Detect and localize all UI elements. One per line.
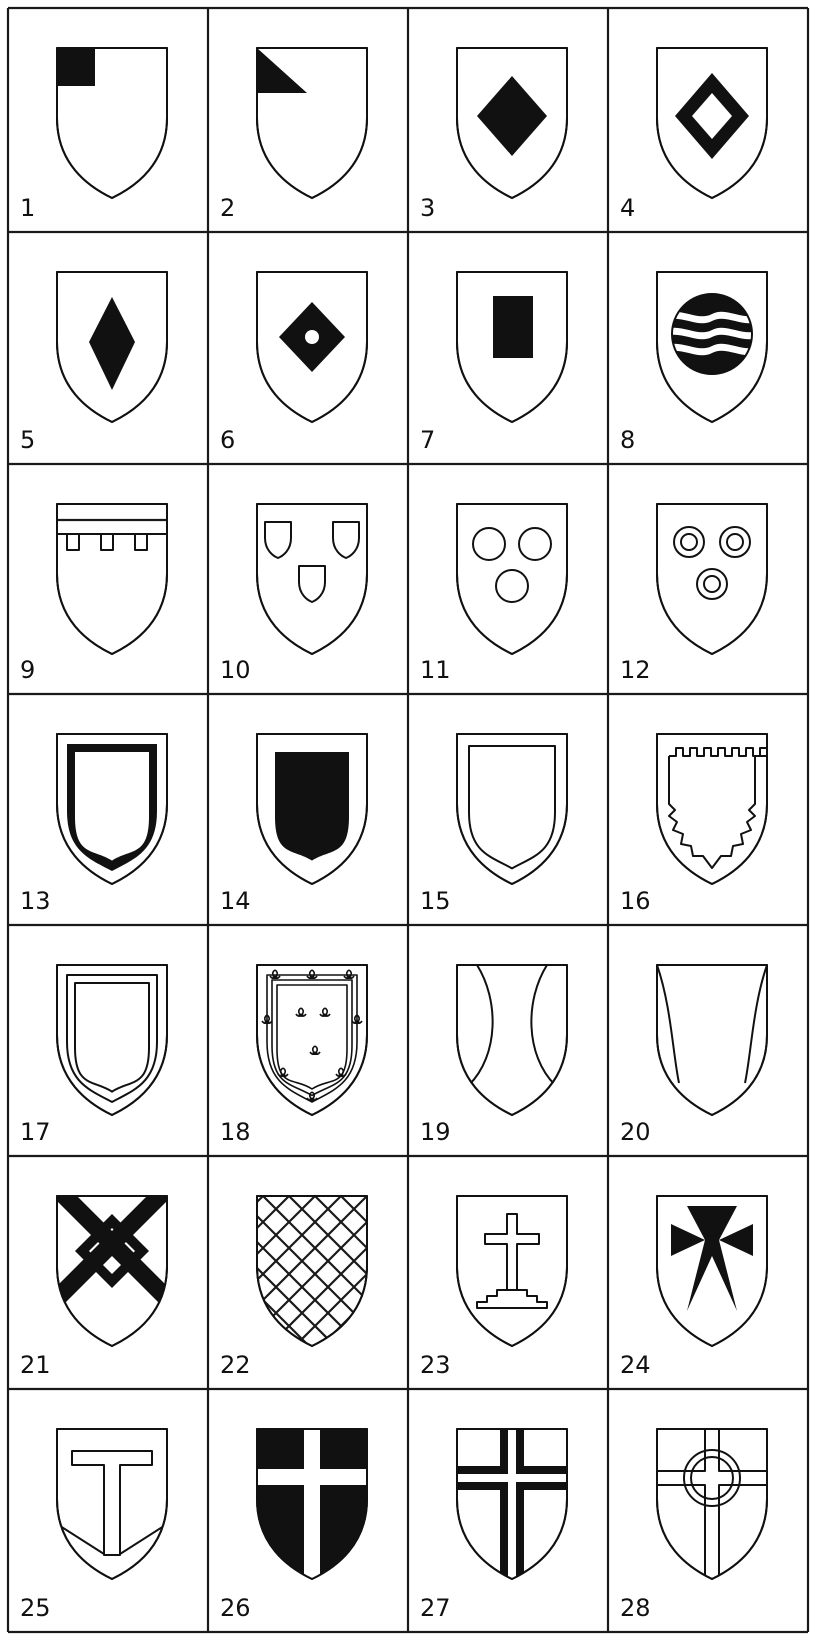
shield-cross-fimbriated-icon <box>457 1429 567 1590</box>
shield-number-label: 12 <box>620 656 651 684</box>
shield-number-label: 10 <box>220 656 251 684</box>
shield-three-double-annulets-icon <box>657 504 767 654</box>
shield-cell-2: 2 <box>220 48 367 222</box>
shield-number-label: 28 <box>620 1594 651 1622</box>
shield-number-label: 16 <box>620 887 651 915</box>
shield-number-label: 9 <box>20 656 35 684</box>
shield-fret-icon <box>52 1196 172 1346</box>
shield-number-label: 2 <box>220 194 235 222</box>
shield-cell-20: 20 <box>620 965 767 1146</box>
shield-number-label: 15 <box>420 887 451 915</box>
shield-flaunches-icon <box>457 965 567 1115</box>
shield-fusil-icon <box>57 272 167 422</box>
shield-number-label: 1 <box>20 194 35 222</box>
shield-cell-7: 7 <box>420 272 567 454</box>
shield-number-label: 11 <box>420 656 451 684</box>
shield-number-label: 7 <box>420 426 435 454</box>
shield-cell-27: 27 <box>420 1429 567 1622</box>
shield-cell-10: 10 <box>220 504 367 684</box>
shield-cell-4: 4 <box>620 48 767 222</box>
shield-billet-icon <box>457 272 567 422</box>
shield-bordure-embattled-icon <box>657 734 767 884</box>
shield-cell-5: 5 <box>20 272 167 454</box>
shield-cell-17: 17 <box>20 965 167 1146</box>
shield-cell-14: 14 <box>220 734 367 915</box>
shield-number-label: 5 <box>20 426 35 454</box>
shield-label-icon <box>57 504 167 654</box>
shield-cell-13: 13 <box>20 734 167 915</box>
shield-cell-15: 15 <box>420 734 567 915</box>
shield-canton-icon <box>57 48 167 198</box>
shield-calvary-cross-icon <box>457 1196 567 1346</box>
shield-bordure-icon <box>457 734 567 884</box>
shield-number-label: 4 <box>620 194 635 222</box>
shield-number-label: 23 <box>420 1351 451 1379</box>
shield-cell-9: 9 <box>20 504 167 684</box>
shield-cell-16: 16 <box>620 734 767 915</box>
shield-double-tressure-icon <box>57 965 167 1115</box>
shield-cell-19: 19 <box>420 965 567 1146</box>
shield-rustre-icon <box>257 272 367 422</box>
shield-voiders-icon <box>657 965 767 1115</box>
shield-number-label: 14 <box>220 887 251 915</box>
shield-number-label: 6 <box>220 426 235 454</box>
shield-tau-cross-icon <box>57 1429 167 1579</box>
shield-number-label: 22 <box>220 1351 251 1379</box>
shield-cell-28: 28 <box>620 1429 767 1622</box>
shield-cross-quarterly-icon <box>257 1429 367 1585</box>
shield-gyron-icon <box>257 48 367 198</box>
shield-three-escutcheons-icon <box>257 504 367 654</box>
shield-number-label: 21 <box>20 1351 51 1379</box>
shield-lozenge-icon <box>457 48 567 198</box>
shield-number-label: 24 <box>620 1351 651 1379</box>
shield-cell-6: 6 <box>220 272 367 454</box>
shield-cell-26: 26 <box>220 1429 367 1622</box>
shield-inescutcheon-icon <box>257 734 367 884</box>
shield-cell-21: 21 <box>20 1196 172 1379</box>
shield-number-label: 27 <box>420 1594 451 1622</box>
shield-orle-icon <box>57 734 167 884</box>
shield-cell-11: 11 <box>420 504 567 684</box>
shield-number-label: 8 <box>620 426 635 454</box>
shield-number-label: 25 <box>20 1594 51 1622</box>
shield-cell-12: 12 <box>620 504 767 684</box>
shield-cell-18: 18 <box>220 965 367 1146</box>
shield-number-label: 3 <box>420 194 435 222</box>
shield-cross-patee-icon <box>657 1196 767 1346</box>
shield-number-label: 19 <box>420 1118 451 1146</box>
shield-tressure-flory-counter-flory-icon <box>257 965 367 1115</box>
shield-three-annulets-icon <box>457 504 567 654</box>
shield-cell-1: 1 <box>20 48 167 222</box>
shield-mascle-icon <box>657 48 767 198</box>
shield-number-label: 20 <box>620 1118 651 1146</box>
shield-cell-23: 23 <box>420 1196 567 1379</box>
shield-number-label: 18 <box>220 1118 251 1146</box>
shield-cell-25: 25 <box>20 1429 167 1622</box>
shield-cell-3: 3 <box>420 48 567 222</box>
shield-fountain-icon <box>657 272 767 422</box>
shield-number-label: 26 <box>220 1594 251 1622</box>
shield-number-label: 13 <box>20 887 51 915</box>
shield-celtic-cross-icon <box>657 1429 767 1585</box>
shield-cell-24: 24 <box>620 1196 767 1379</box>
shield-number-label: 17 <box>20 1118 51 1146</box>
shield-cell-8: 8 <box>620 272 767 454</box>
